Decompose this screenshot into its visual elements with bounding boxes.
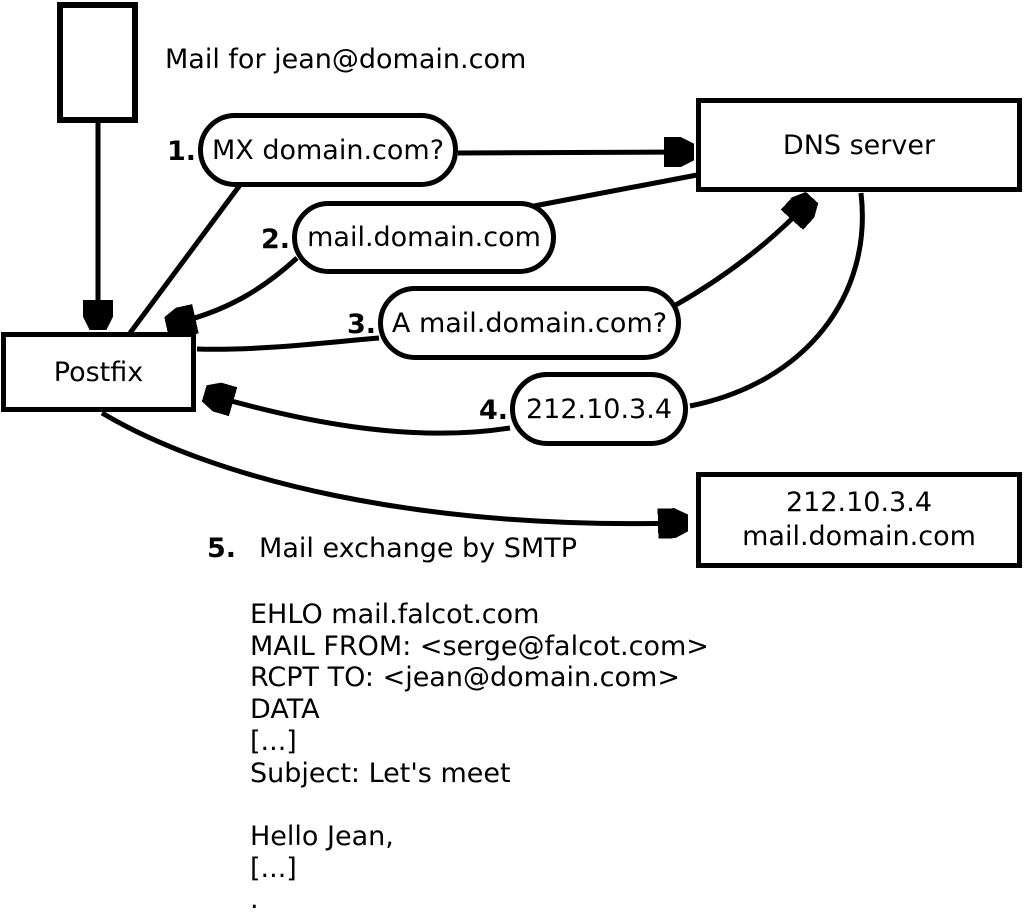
smtp-line: RCPT TO: <jean@domain.com> xyxy=(250,662,680,694)
smtp-session-block: EHLO mail.falcot.com MAIL FROM: <serge@f… xyxy=(250,599,709,916)
postfix-label: Postfix xyxy=(53,356,144,388)
step-4-bubble: 212.10.3.4 xyxy=(510,372,688,446)
mail-caption: Mail for jean@domain.com xyxy=(165,44,527,75)
step-3-number: 3. xyxy=(346,309,376,340)
step-4-text: 212.10.3.4 xyxy=(526,393,672,425)
step-2-number: 2. xyxy=(260,224,290,255)
smtp-line: EHLO mail.falcot.com xyxy=(250,599,540,630)
link-postfix-to-query1 xyxy=(127,183,243,335)
step-5-text: Mail exchange by SMTP xyxy=(259,533,577,564)
smtp-line: Hello Jean, xyxy=(250,820,394,852)
step-1-text: MX domain.com? xyxy=(211,134,445,166)
link-dns-to-answer2 xyxy=(533,172,698,209)
smtp-line: Subject: Let's meet xyxy=(250,757,511,789)
mail-server-node: 212.10.3.4 mail.domain.com xyxy=(696,472,1022,568)
arrow-answer4-to-postfix xyxy=(210,395,511,436)
mail-server-hostname: mail.domain.com xyxy=(742,521,976,552)
step-5-row: 5. Mail exchange by SMTP xyxy=(207,533,577,564)
mail-envelope xyxy=(57,2,138,123)
arrow-query1-to-dns xyxy=(457,152,688,153)
step-2-text: mail.domain.com xyxy=(307,222,541,253)
step-3-bubble: A mail.domain.com? xyxy=(378,286,681,360)
step-3-text: A mail.domain.com? xyxy=(391,307,668,339)
step-1-number: 1. xyxy=(166,136,196,167)
smtp-line: [...] xyxy=(250,725,297,757)
postfix-node: Postfix xyxy=(1,332,196,412)
link-dns-to-answer4 xyxy=(689,192,865,409)
dns-server-node: DNS server xyxy=(696,98,1022,192)
step-1-bubble: MX domain.com? xyxy=(198,113,458,187)
step-4-number: 4. xyxy=(478,395,508,426)
step-2-bubble: mail.domain.com xyxy=(292,201,556,274)
step-5-number: 5. xyxy=(207,533,237,564)
dns-server-label: DNS server xyxy=(782,129,936,161)
smtp-line xyxy=(250,789,709,821)
smtp-line: . xyxy=(250,884,259,916)
smtp-line: MAIL FROM: <serge@falcot.com> xyxy=(250,630,709,662)
arrow-answer2-to-postfix xyxy=(172,256,299,324)
arrow-query3-to-dns xyxy=(672,202,808,309)
arrow-postfix-to-mailserver xyxy=(100,410,682,524)
mail-server-ip: 212.10.3.4 xyxy=(786,487,932,518)
smtp-line: [...] xyxy=(250,852,297,884)
smtp-line: DATA xyxy=(250,694,320,726)
link-postfix-to-query3 xyxy=(196,335,380,352)
